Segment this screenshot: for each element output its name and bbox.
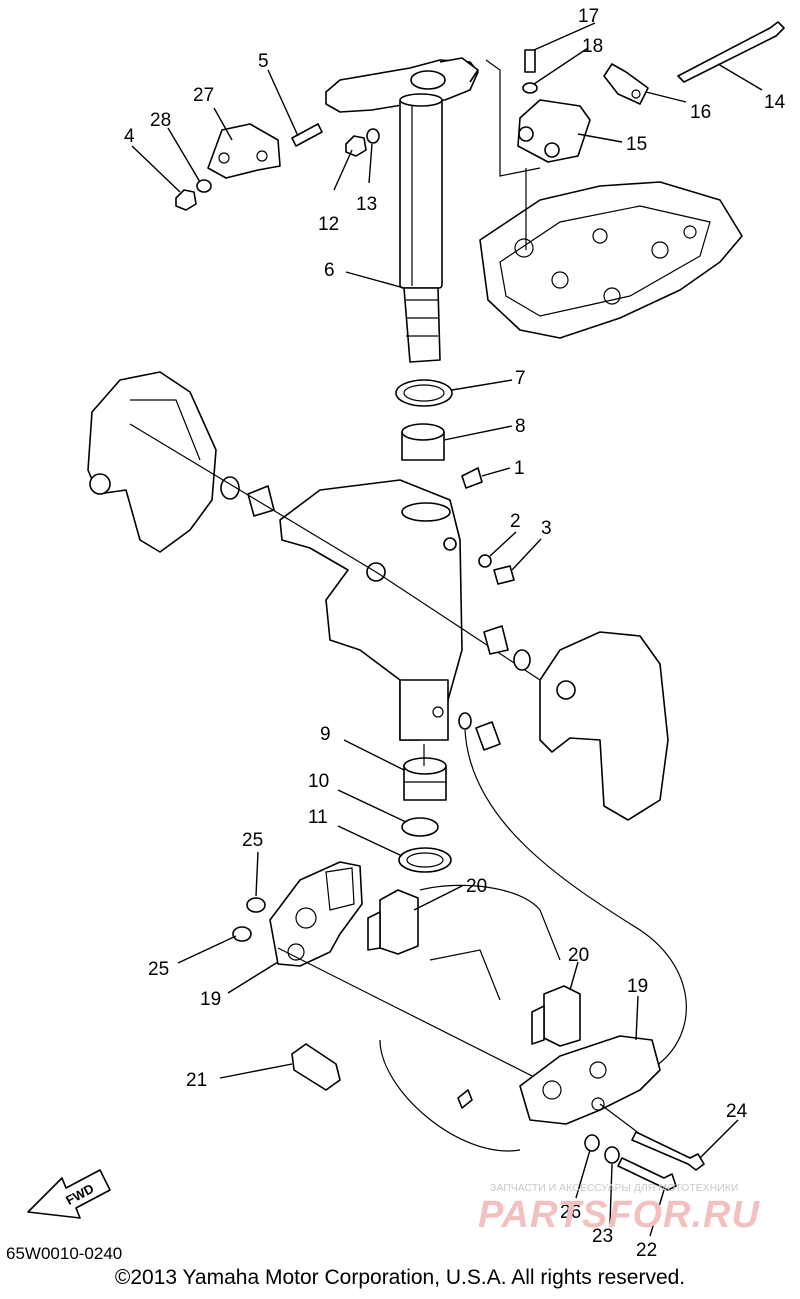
watermark-logo: PARTSFOR.RU [478,1194,760,1236]
bushing-8 [401,423,445,461]
washer-25-bottom [232,926,252,942]
callout-18: 18 [582,36,603,57]
callout-19-right: 19 [627,976,648,997]
strap-16 [603,63,649,105]
callout-24: 24 [726,1101,748,1122]
bolt-14 [677,21,785,83]
callout-21: 21 [186,1070,207,1091]
washer-28 [196,179,212,193]
washer-left [220,476,240,500]
steering-shaft-assembly [325,57,479,363]
callout-20-right: 20 [568,945,589,966]
bushing-9 [403,757,447,801]
callout-13: 13 [356,194,377,215]
callout-1: 1 [514,458,525,479]
plug [475,721,501,751]
lower-mount-left [269,861,363,967]
watermark: ЗАПЧАСТИ И АКСЕССУАРЫ ДЛЯ МОТОТЕХНИКИ PA… [478,1178,796,1244]
bushing-left [247,485,275,517]
callout-9: 9 [320,724,331,745]
callout-28: 28 [150,110,171,131]
bolt-22 [617,1157,677,1191]
part-1 [461,467,483,489]
lower-mount-right [519,1035,661,1125]
fwd-arrow-icon: FWD [27,1169,111,1219]
mounting-plate [479,181,743,339]
washer-7 [395,379,453,407]
watermark-tagline: ЗАПЧАСТИ И АКСЕССУАРЫ ДЛЯ МОТОТЕХНИКИ [490,1182,739,1194]
nut-2 [478,554,492,568]
rubber-mount-20-right [531,985,581,1047]
bracket-27 [207,123,281,179]
callout-17: 17 [578,6,599,27]
callout-2: 2 [510,511,521,532]
ground-wire [464,729,687,1071]
callout-5: 5 [258,51,269,72]
washer-23 [604,1146,620,1164]
callout-4: 4 [124,126,135,147]
nut-12 [345,135,367,157]
callout-16: 16 [690,102,711,123]
callout-7: 7 [515,368,526,389]
callout-23: 23 [592,1226,613,1247]
rubber-mount-20-left [367,889,419,955]
assembly-line [485,59,541,177]
nut-4 [175,189,197,211]
bolt-24 [631,1131,705,1171]
drawing-code: 65W0010-0240 [6,1244,123,1263]
callout-10: 10 [308,771,329,792]
callout-25-bottom: 25 [148,959,169,980]
washer-26 [584,1134,600,1152]
leader-lines [131,22,763,1237]
callout-19-left: 19 [200,989,221,1010]
callout-27: 27 [193,85,214,106]
washer-11 [398,847,452,873]
washer-13 [366,128,380,144]
switch-15 [517,99,591,163]
lower-casing [379,884,561,1152]
bolt-17 [524,49,536,73]
callout-20-left: 20 [466,876,487,897]
bushing-right [483,625,509,655]
part-21 [291,1043,341,1091]
callout-14: 14 [764,92,786,113]
callout-25-top: 25 [242,830,263,851]
callout-22: 22 [636,1240,657,1261]
callout-12: 12 [318,214,339,235]
callout-6: 6 [324,260,335,281]
washer-25-top [246,897,266,913]
screw [457,1089,473,1109]
o-ring-10 [401,817,439,837]
gasket [458,712,472,730]
clamp-bracket-left [87,371,217,553]
stud-5 [291,123,323,147]
washer-right [513,649,531,671]
swivel-bracket [279,479,463,741]
callout-8: 8 [515,416,526,437]
callout-11: 11 [308,807,328,828]
clamp-bracket-right [539,631,669,821]
callout-15: 15 [626,134,647,155]
copyright-notice: ©2013 Yamaha Motor Corporation, U.S.A. A… [114,1266,686,1289]
callout-26: 26 [560,1202,581,1223]
bolt-3 [493,565,515,585]
callout-3: 3 [541,518,552,539]
washer-18 [522,82,538,94]
